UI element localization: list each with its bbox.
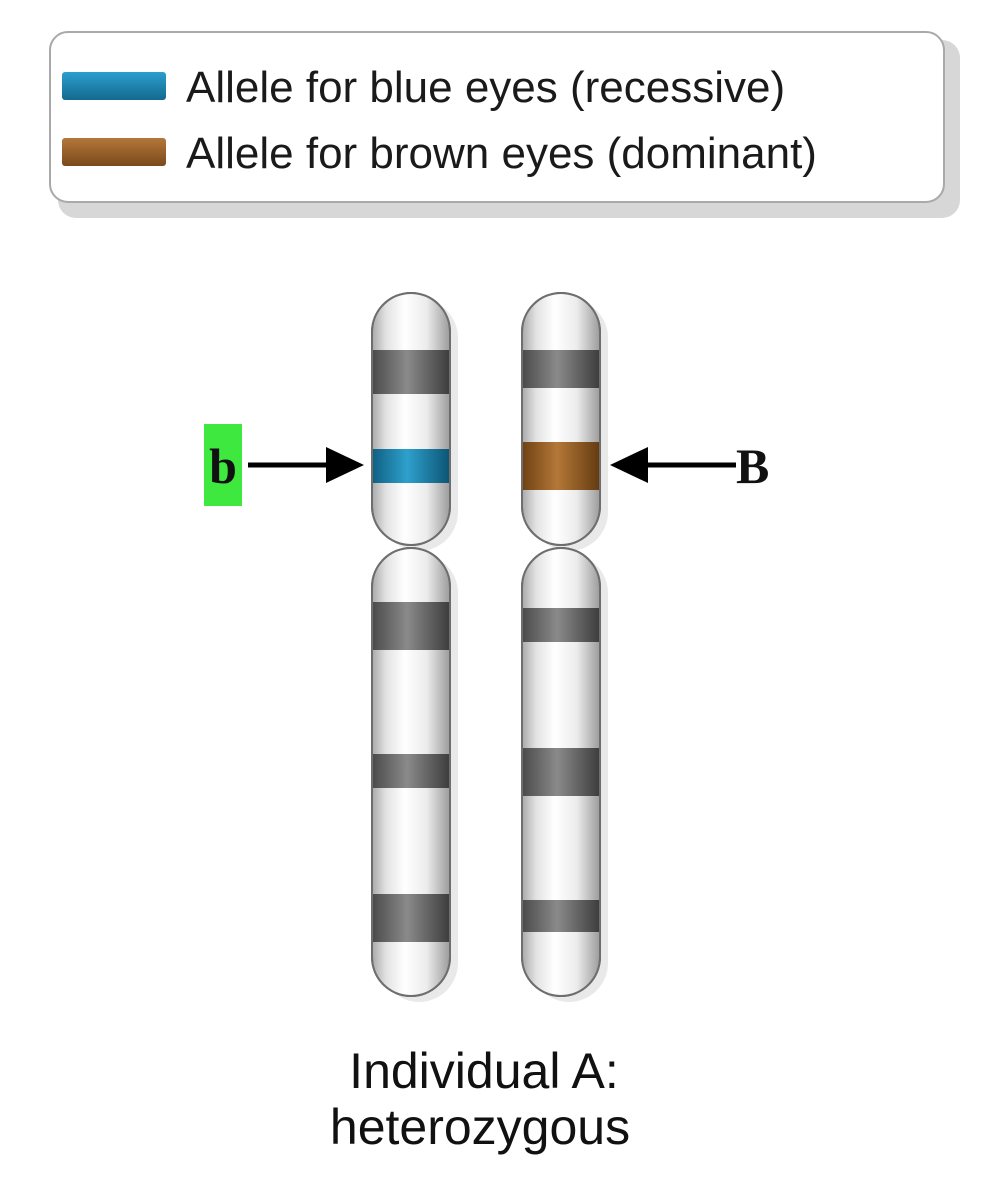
chromosome-right-lower-arm — [521, 547, 608, 1002]
arrow-left — [248, 447, 364, 483]
legend-box — [49, 31, 945, 203]
arrow-left-icon — [610, 447, 648, 483]
legend-label-blue: Allele for blue eyes (recessive) — [186, 63, 785, 112]
band — [522, 748, 600, 796]
chromosome-left — [371, 292, 458, 1002]
band — [372, 894, 450, 942]
legend-swatch-brown — [62, 138, 166, 166]
allele-label-highlight — [204, 424, 242, 506]
band — [372, 350, 450, 394]
brown-allele-band — [522, 442, 600, 490]
band — [522, 608, 600, 642]
arrow-right-icon — [326, 447, 364, 483]
caption: Individual A: heterozygous — [330, 1043, 630, 1155]
band — [372, 754, 450, 788]
caption-line-2: heterozygous — [330, 1099, 630, 1155]
arrow-right — [610, 447, 736, 483]
legend-swatch-blue — [62, 72, 166, 100]
band — [522, 350, 600, 388]
blue-allele-band — [372, 449, 450, 483]
chromosome-right — [521, 292, 608, 1002]
chromosome-right-upper-arm — [521, 292, 608, 551]
allele-label-left: b — [204, 424, 242, 506]
legend: Allele for blue eyes (recessive) Allele … — [49, 31, 960, 218]
legend-label-brown: Allele for brown eyes (dominant) — [186, 129, 817, 178]
chromosome-left-upper-arm — [371, 292, 458, 551]
allele-letter-B: B — [736, 438, 769, 494]
chromosome-left-lower-arm — [371, 547, 458, 1002]
caption-line-1: Individual A: — [349, 1043, 619, 1099]
allele-letter-b: b — [209, 438, 237, 494]
band — [522, 900, 600, 932]
band — [372, 602, 450, 650]
